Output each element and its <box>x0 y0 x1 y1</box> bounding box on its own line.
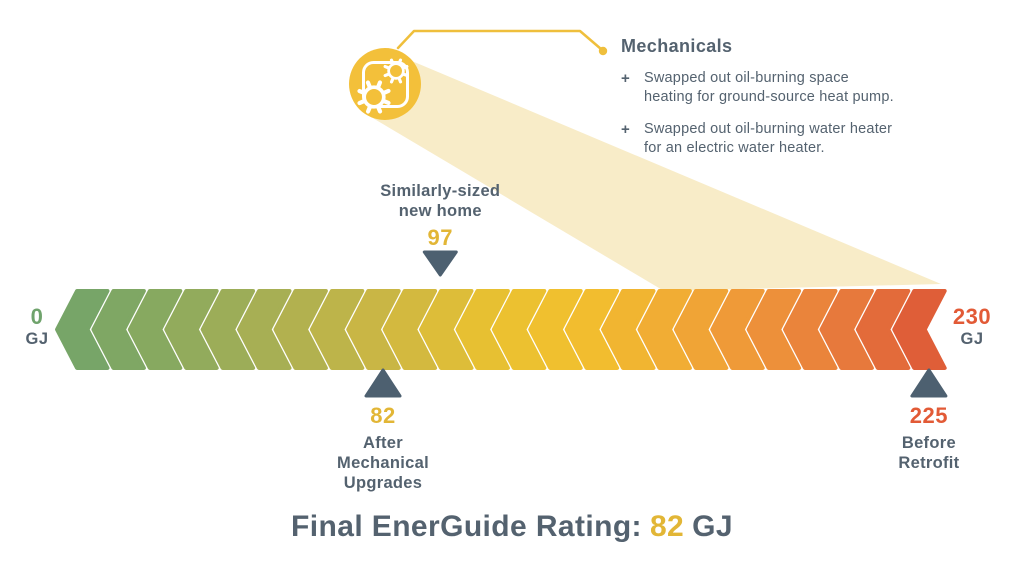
gear-tooth <box>389 77 395 84</box>
scale-chevron <box>491 289 547 370</box>
marker-triangle-82 <box>364 368 402 398</box>
scale-chevron <box>127 289 183 370</box>
scale-max-value: 230 <box>952 304 992 329</box>
marker-triangles <box>364 250 948 398</box>
gears-icon-frame <box>362 61 409 108</box>
gear-tooth <box>357 88 366 95</box>
gear-tooth <box>401 64 409 70</box>
scale-chevron <box>855 289 911 370</box>
marker-value: 97 <box>427 225 454 250</box>
gear-tooth <box>383 72 391 78</box>
plus-bullet-icon: + <box>621 70 630 87</box>
gear-tooth <box>365 80 372 90</box>
gear-ring <box>362 85 386 109</box>
scale-chevron <box>746 289 802 370</box>
mechanicals-callout: Mechanicals + Swapped out oil-burning sp… <box>621 36 957 158</box>
final-rating-prefix: Final EnerGuide Rating: <box>291 510 642 543</box>
scale-chevron <box>273 289 328 370</box>
gear-tooth <box>365 105 372 114</box>
gear-tooth <box>382 99 391 106</box>
scale-chevron <box>91 289 146 370</box>
scale-chevron <box>710 289 765 370</box>
scale-chevron <box>382 289 438 370</box>
callout-connector-line <box>396 29 603 51</box>
marker-label-line: new home <box>398 202 482 220</box>
gears-icon-circle <box>349 48 421 120</box>
list-item-text: Swapped out oil-burning space heating fo… <box>644 69 894 107</box>
callout-list: + Swapped out oil-burning space heating … <box>621 69 957 158</box>
energy-scale-ribbon <box>55 289 947 370</box>
scale-chevron <box>237 289 292 370</box>
gear-tooth <box>381 88 391 95</box>
gear-tooth <box>389 58 395 66</box>
scale-chevron <box>309 289 365 370</box>
gear-tooth <box>376 104 383 114</box>
scale-min-label: 0 GJ <box>25 304 49 349</box>
final-rating-value: 82 <box>649 510 685 543</box>
scale-chevron <box>346 289 401 370</box>
gear-tooth <box>397 76 403 84</box>
gear-ring <box>387 62 405 80</box>
scale-chevron <box>601 289 656 370</box>
scale-chevron <box>528 289 583 370</box>
scale-min-unit: GJ <box>25 330 49 348</box>
spotlight-beam <box>366 56 941 291</box>
marker-label-line: Retrofit <box>898 454 960 472</box>
final-rating-unit: GJ <box>692 510 733 543</box>
marker-label-line: Upgrades <box>343 474 423 492</box>
scale-chevron <box>455 289 510 370</box>
gear-tooth <box>357 99 367 106</box>
list-item-text: Swapped out oil-burning water heater for… <box>644 120 892 158</box>
list-item: + Swapped out oil-burning water heater f… <box>621 120 957 158</box>
scale-chevron <box>55 289 110 370</box>
scale-chevron <box>892 289 947 370</box>
marker-label-line: Similarly-sized <box>380 182 501 200</box>
marker-value: 82 <box>370 403 396 428</box>
gear-large-icon <box>357 80 391 114</box>
gear-tooth <box>402 72 409 78</box>
gear-tooth <box>383 64 390 70</box>
list-item-line: Swapped out oil-burning water heater <box>644 121 893 137</box>
list-item-line: heating for ground-source heat pump. <box>644 89 894 105</box>
scale-chevron <box>164 289 219 370</box>
gear-small-icon <box>383 58 409 84</box>
marker-similarly-sized-new-home: Similarly-sized new home 97 <box>330 181 550 251</box>
callout-connector-dot <box>598 46 608 56</box>
scale-chevron <box>419 289 474 370</box>
list-item-line: for an electric water heater. <box>644 140 825 156</box>
marker-after-mechanical-upgrades: 82 After Mechanical Upgrades <box>273 403 493 493</box>
scale-chevron <box>564 289 620 370</box>
marker-value: 225 <box>909 403 949 428</box>
callout-title: Mechanicals <box>621 36 733 56</box>
marker-triangle-225 <box>910 368 948 398</box>
marker-label-line: After <box>363 434 404 452</box>
scale-min-value: 0 <box>30 304 44 329</box>
list-item: + Swapped out oil-burning space heating … <box>621 69 957 107</box>
scale-chevron <box>637 289 692 370</box>
gear-tooth <box>376 80 383 89</box>
gears-icon <box>349 48 421 120</box>
marker-triangle-97 <box>422 250 458 277</box>
marker-before-retrofit: 225 Before Retrofit <box>819 403 1024 473</box>
scale-chevron <box>819 289 874 370</box>
marker-label-line: Before <box>901 434 956 452</box>
plus-bullet-icon: + <box>621 121 630 138</box>
scale-chevron <box>783 289 838 370</box>
gear-tooth <box>397 58 403 65</box>
scale-chevron <box>200 289 256 370</box>
scale-chevron <box>673 289 729 370</box>
list-item-line: Swapped out oil-burning space <box>644 70 849 86</box>
scale-max-label: 230 GJ <box>952 304 992 349</box>
scale-max-unit: GJ <box>960 330 984 348</box>
marker-label-line: Mechanical <box>337 454 429 472</box>
